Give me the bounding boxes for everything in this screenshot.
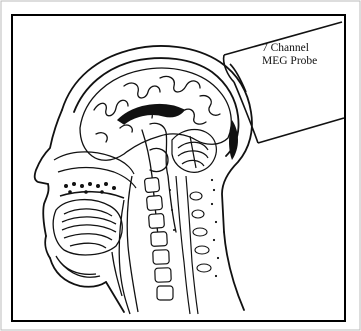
probe-label-line2: MEG Probe xyxy=(262,55,342,68)
probe-label: 7 Channel MEG Probe xyxy=(262,42,342,68)
probe-label-line1: 7 Channel xyxy=(262,42,342,55)
